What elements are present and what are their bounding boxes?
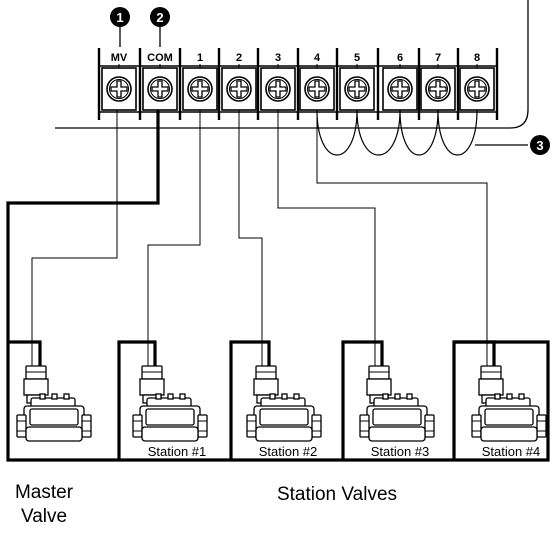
valve-station-2 [246,365,322,442]
master-valve-label-line2: Valve [21,506,67,527]
station-label-3: Station #3 [371,444,430,459]
controller-housing [55,0,529,129]
signal-wires [31,110,488,378]
terminal-label: COM [147,52,173,64]
station-labels: Station #1 Station #2 Station #3 Station… [148,444,541,459]
valve-station-1 [132,365,208,442]
station-label-2: Station #2 [259,444,318,459]
master-valve-label-line1: Master [15,482,74,503]
terminal-1: 1 [182,52,218,111]
common-wire [6,110,550,462]
valve-station-3 [359,365,435,442]
terminal-dividers [97,48,499,120]
terminal-5: 5 [339,52,375,111]
terminal-8: 8 [459,52,495,111]
terminal-strip: MV COM 1 2 3 4 5 6 7 8 [97,48,499,120]
terminal-label: 6 [397,52,403,64]
callout-3-number: 3 [536,138,543,153]
callout-1-number: 1 [116,10,123,25]
station-valves-label: Station Valves [277,484,397,505]
terminal-label: 5 [354,52,360,64]
terminal-label: 8 [474,52,480,64]
valve-station-4 [471,365,547,442]
station-label-1: Station #1 [148,444,207,459]
terminal-label: MV [111,52,128,64]
callout-1: 1 [110,7,130,47]
terminal-6: 6 [382,52,418,111]
terminal-4: 4 [299,52,335,111]
station-label-4: Station #4 [482,444,541,459]
jumper-wires [316,109,478,156]
terminal-label: 3 [275,52,281,64]
terminal-label: 7 [435,52,441,64]
valve-master [16,365,92,442]
valves [16,365,547,442]
terminal-7: 7 [420,52,456,111]
terminal-3: 3 [260,52,296,111]
callout-2-number: 2 [156,10,163,25]
terminal-label: 1 [197,52,203,64]
terminal-label: 2 [236,52,242,64]
terminal-mv: MV [101,52,137,111]
terminal-com: COM [142,52,178,111]
callout-2: 2 [150,7,170,47]
callout-3: 3 [475,135,550,155]
terminal-label: 4 [314,52,321,64]
terminal-2: 2 [221,52,257,111]
